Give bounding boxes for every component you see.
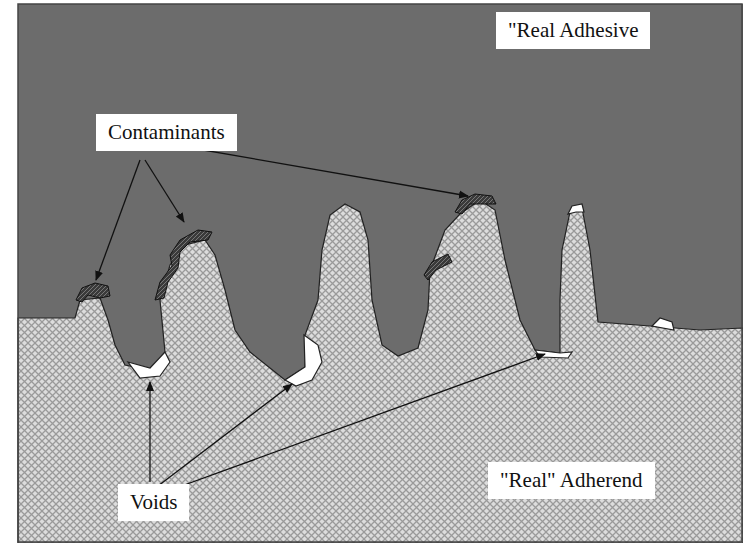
region-label: "Real" Adherend [488, 462, 655, 499]
callout-label: Voids [118, 484, 189, 521]
adhesive-region [18, 4, 743, 543]
leader-lines [96, 146, 545, 492]
frame [18, 4, 742, 542]
void-marks [128, 204, 674, 386]
contaminant-marks [76, 194, 496, 302]
callout-label: Contaminants [96, 114, 237, 151]
region-label: "Real Adhesive [496, 12, 650, 49]
adherend-region [18, 200, 743, 543]
